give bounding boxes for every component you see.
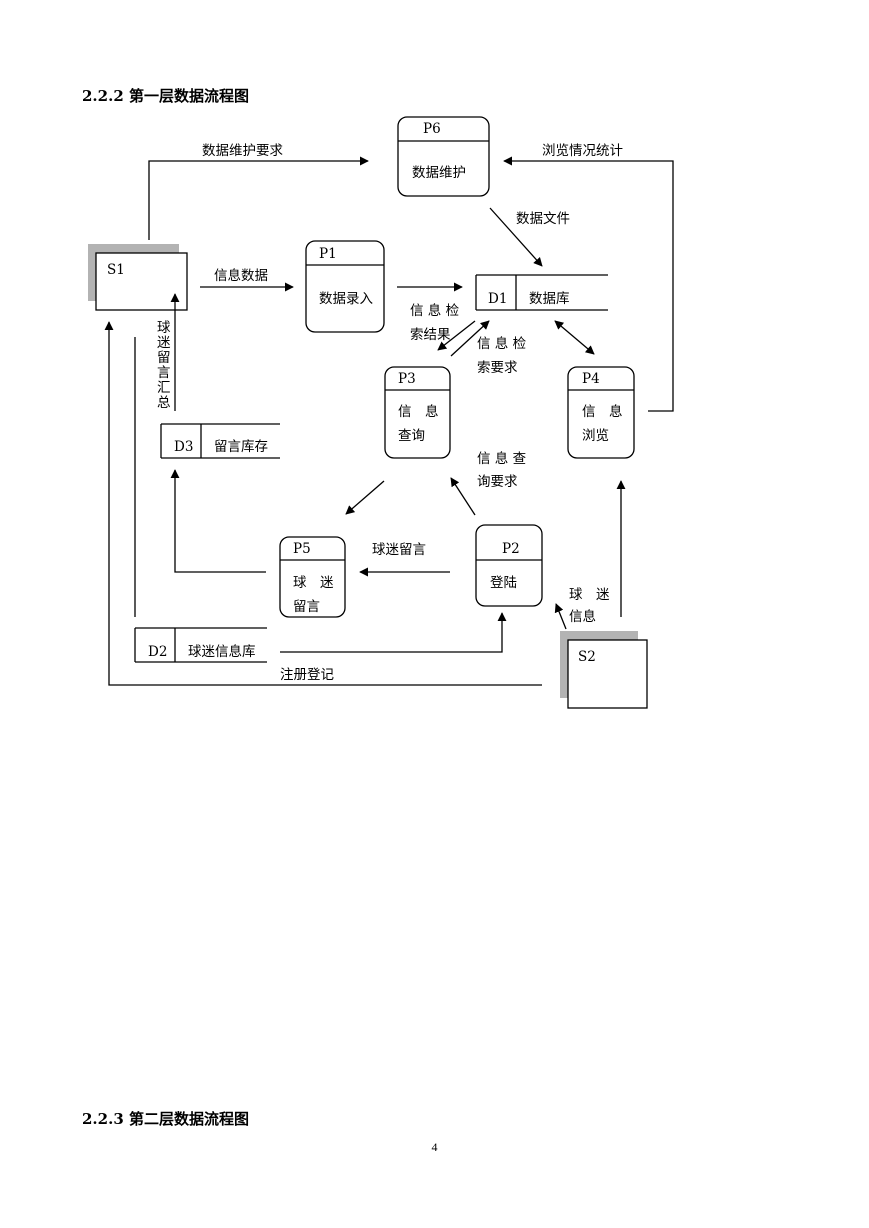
p4-id: P4 xyxy=(582,371,600,387)
flow-p3-to-d1 xyxy=(450,320,490,357)
external-entity-s1: S1 xyxy=(88,244,188,311)
flow-d2-to-p2 xyxy=(280,612,507,653)
page-number: 4 xyxy=(431,1140,438,1154)
process-p4: P4 信 息 浏览 xyxy=(567,366,635,459)
flow-d1-p4-bidirectional xyxy=(554,320,595,355)
section-heading-level2: 2.2.3 第二层数据流程图 xyxy=(82,1110,249,1128)
flow-d1-to-p3 xyxy=(437,320,476,351)
p5-id: P5 xyxy=(293,541,311,557)
message-summary-char-2: 迷 xyxy=(157,335,171,351)
data-store-d2: D2 球迷信息库 xyxy=(134,627,267,663)
flow-label-search-request-1: 信 息 检 xyxy=(477,335,527,352)
flow-p6-to-d1 xyxy=(489,207,543,267)
process-p1: P1 数据录入 xyxy=(305,240,385,333)
process-p3: P3 信 息 查询 xyxy=(384,366,451,459)
data-store-d3: D3 留言库存 xyxy=(160,423,280,459)
flow-p5-to-d3 xyxy=(170,469,266,573)
flow-p3-to-p5 xyxy=(345,480,385,515)
process-p6: P6 数据维护 xyxy=(397,116,490,197)
message-summary-char-5: 汇 xyxy=(157,380,171,396)
flow-label-fan-message: 球迷留言 xyxy=(372,542,426,558)
flow-p4-to-p6 xyxy=(503,156,674,412)
flow-label-query-request-1: 信 息 查 xyxy=(477,450,527,467)
d1-id: D1 xyxy=(488,291,507,307)
d1-name: 数据库 xyxy=(529,291,570,307)
d2-name: 球迷信息库 xyxy=(188,643,256,660)
message-summary-char-4: 言 xyxy=(157,365,171,381)
p2-id: P2 xyxy=(502,541,520,557)
p3-id: P3 xyxy=(398,371,416,387)
process-p2: P2 登陆 xyxy=(475,524,543,607)
p3-name-line1: 信 息 xyxy=(398,403,439,420)
flow-label-search-result-1: 信 息 检 xyxy=(410,302,460,319)
s2-label: S2 xyxy=(578,649,596,665)
flow-label-browse-stats: 浏览情况统计 xyxy=(542,143,623,159)
flow-label-search-request-2: 索要求 xyxy=(477,360,518,376)
p1-id: P1 xyxy=(319,246,337,262)
section-heading-level1: 2.2.2 第一层数据流程图 xyxy=(82,87,249,105)
flow-label-fan-info-1: 球 迷 xyxy=(569,587,610,603)
p4-name-line2: 浏览 xyxy=(582,428,609,444)
d3-id: D3 xyxy=(174,439,193,455)
p5-name-line2: 留言 xyxy=(293,599,320,615)
p5-name-line1: 球 迷 xyxy=(293,575,334,591)
s1-label: S1 xyxy=(107,262,125,278)
flow-label-search-result-2: 索结果 xyxy=(410,327,451,343)
flow-s1-to-p6 xyxy=(148,156,369,240)
p1-name: 数据录入 xyxy=(319,291,373,307)
flow-label-maint-request: 数据维护要求 xyxy=(202,143,283,159)
flow-p2-to-p3 xyxy=(450,477,476,516)
message-summary-char-6: 总 xyxy=(157,395,171,411)
flow-label-message-summary: 球 迷 留 言 汇 总 xyxy=(157,320,171,411)
p4-name-line1: 信 息 xyxy=(582,403,623,420)
flow-label-data-file: 数据文件 xyxy=(516,211,570,227)
data-store-d1: D1 数据库 xyxy=(475,274,608,311)
p3-name-line2: 查询 xyxy=(398,428,425,444)
external-entity-s2: S2 xyxy=(560,631,648,709)
message-summary-char-1: 球 xyxy=(157,320,171,336)
p6-name: 数据维护 xyxy=(412,165,466,181)
flow-s2-to-p2 xyxy=(554,603,567,630)
d3-name: 留言库存 xyxy=(214,439,268,455)
flow-s2-to-s1-registration xyxy=(104,321,542,686)
flow-label-fan-info-2: 信息 xyxy=(569,608,596,625)
message-summary-char-3: 留 xyxy=(157,350,171,366)
flow-label-info-data: 信息数据 xyxy=(214,267,268,284)
p2-name: 登陆 xyxy=(490,575,517,591)
process-p5: P5 球 迷 留言 xyxy=(279,536,346,618)
d2-id: D2 xyxy=(148,644,167,660)
flow-label-registration: 注册登记 xyxy=(280,667,334,683)
flow-label-query-request-2: 询要求 xyxy=(477,474,518,490)
p6-id: P6 xyxy=(423,121,441,137)
